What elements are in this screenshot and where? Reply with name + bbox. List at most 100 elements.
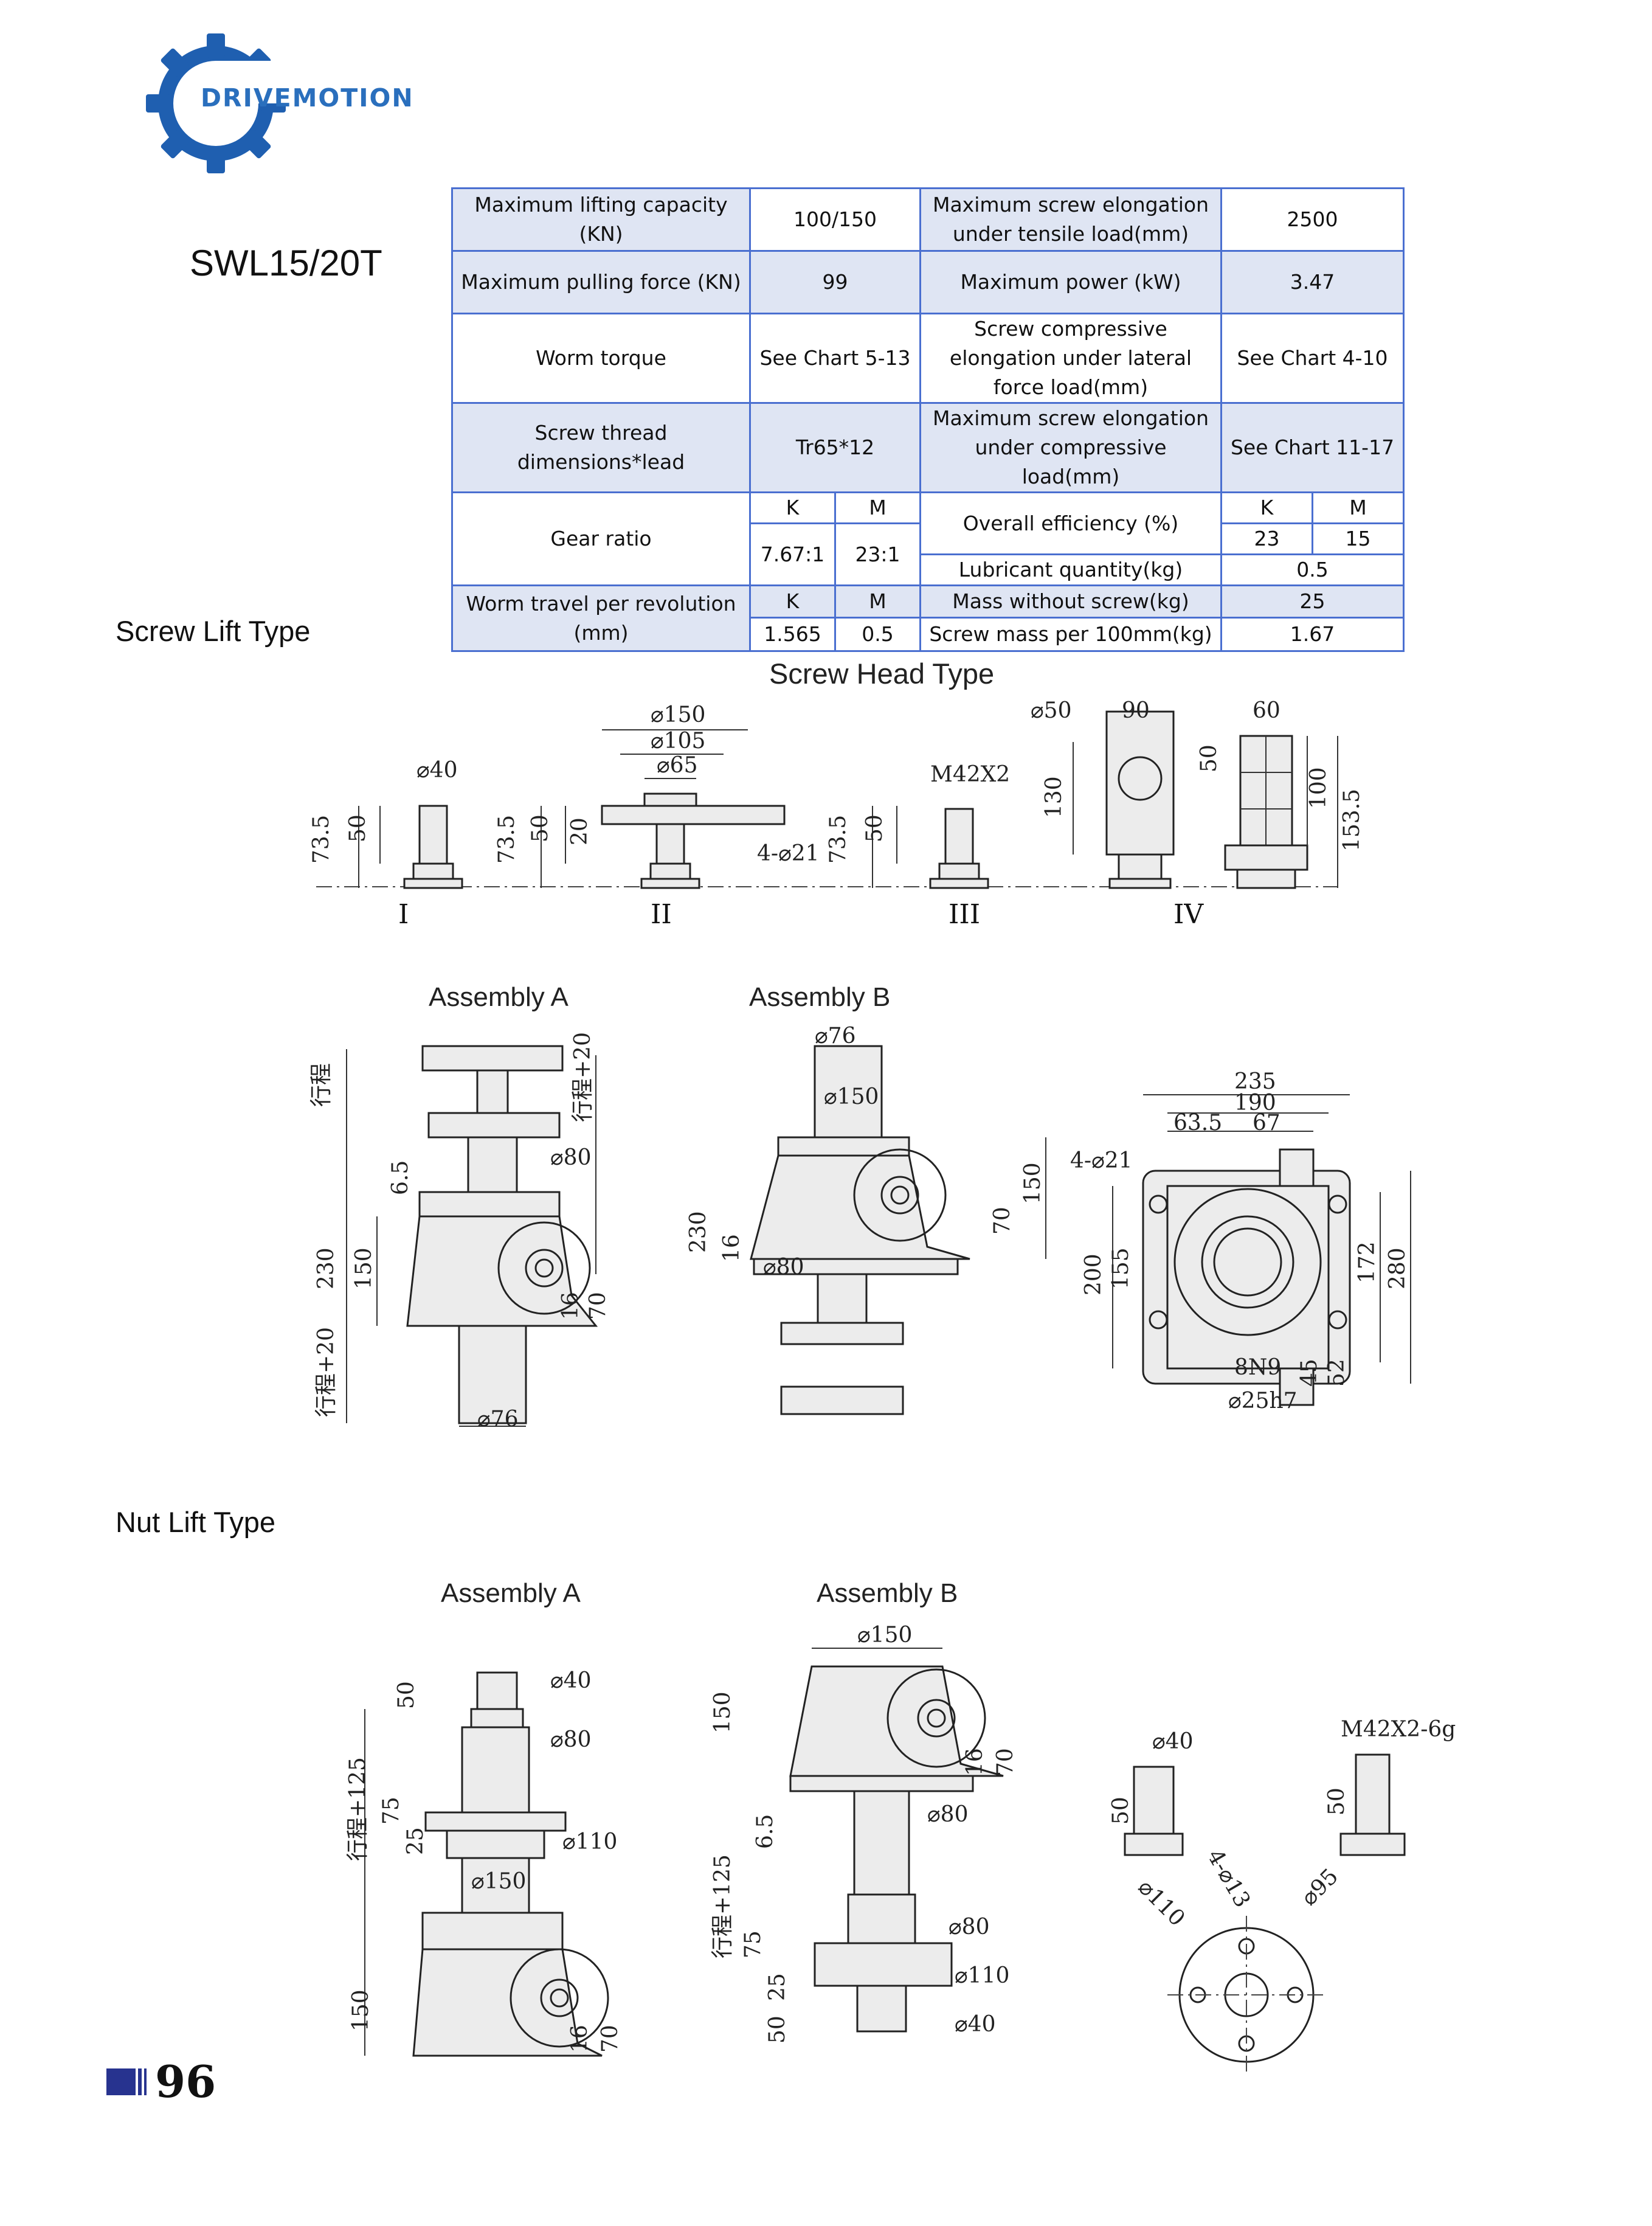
spec-table: Maximum lifting capacity (KN) 100/150 Ma… xyxy=(451,187,1405,652)
dim-c-190: 190 xyxy=(1234,1090,1276,1115)
dim-ii-d2: ⌀105 xyxy=(651,729,705,754)
head-label-iii: III xyxy=(949,899,981,930)
value-screw-compressive: See Chart 11-17 xyxy=(1220,402,1405,493)
dim-c-8n9: 8N9 xyxy=(1234,1355,1281,1380)
dim-b-d80: ⌀80 xyxy=(763,1255,804,1280)
label-mass-without-screw: Mass without screw(kg) xyxy=(919,584,1222,619)
label-max-pulling: Maximum pulling force (KN) xyxy=(451,250,751,314)
label-screw-compressive: Maximum screw elongation under compressi… xyxy=(919,402,1222,493)
value-max-pulling: 99 xyxy=(749,250,921,314)
head-type-v: 60 50 100 153.5 xyxy=(1197,698,1364,889)
dim-nb-d40: ⌀40 xyxy=(955,2012,995,2037)
value-compressive-lateral: See Chart 4-10 xyxy=(1220,313,1405,404)
dim-ii-h3: 20 xyxy=(567,817,592,845)
nut-lift-assembly-a-title: Assembly A xyxy=(441,1578,581,1608)
dim-i-h1: 73.5 xyxy=(309,815,334,864)
brand-logo: DRIVEMOTION xyxy=(137,33,416,192)
value-lubricant: 0.5 xyxy=(1220,553,1405,586)
dim-b-d150: ⌀150 xyxy=(824,1084,879,1109)
dim-i-d: ⌀40 xyxy=(416,758,457,783)
head-label-i: I xyxy=(398,899,409,930)
header-k: K xyxy=(749,584,836,619)
dim-na-d40: ⌀40 xyxy=(550,1668,591,1693)
dim-v-h2: 100 xyxy=(1306,767,1331,809)
screw-assembly-b: ⌀76 ⌀150 行程+20 230 16 ⌀80 70 150 xyxy=(570,1024,1046,1415)
dim-ii-h2: 50 xyxy=(528,814,553,842)
screw-lift-assembly-b-title: Assembly B xyxy=(749,982,891,1012)
section-title-screw-lift: Screw Lift Type xyxy=(116,615,311,647)
value-max-power: 3.47 xyxy=(1220,250,1405,314)
dim-nc-d110: ⌀110 xyxy=(1133,1874,1190,1931)
dim-c-52: 52 xyxy=(1324,1359,1349,1387)
dim-nb-d110: ⌀110 xyxy=(955,1963,1009,1988)
dim-nc-50b: 50 xyxy=(1324,1787,1349,1815)
dim-iv-d: ⌀50 xyxy=(1031,698,1071,723)
dim-na-d80: ⌀80 xyxy=(550,1727,591,1752)
dim-a-70: 70 xyxy=(586,1292,610,1320)
brand-name: DRIVEMOTION xyxy=(201,83,414,113)
dim-ii-d1: ⌀150 xyxy=(651,702,705,727)
value-worm-torque: See Chart 5-13 xyxy=(749,313,921,404)
dim-v-w: 60 xyxy=(1253,698,1280,723)
dim-na-d110: ⌀110 xyxy=(562,1829,617,1854)
head-label-ii: II xyxy=(651,899,672,930)
dim-ii-h1: 73.5 xyxy=(494,815,519,864)
dim-c-63-5: 63.5 xyxy=(1173,1111,1222,1136)
dim-iii-h2: 50 xyxy=(862,814,887,842)
head-type-iv: ⌀50 90 130 xyxy=(1031,698,1175,889)
dim-nb-d80: ⌀80 xyxy=(927,1802,968,1827)
value-efficiency-k: 23 xyxy=(1220,522,1313,555)
dim-iii-thread: M42X2 xyxy=(930,762,1010,787)
header-m: M xyxy=(834,584,921,619)
dim-nc-50: 50 xyxy=(1108,1797,1133,1825)
value-max-lifting: 100/150 xyxy=(749,187,921,252)
dim-na-75: 75 xyxy=(379,1797,404,1825)
dim-v-h1: 50 xyxy=(1197,744,1222,772)
dim-a-16: 16 xyxy=(558,1292,583,1320)
dim-c-holes: 4-⌀21 xyxy=(1070,1148,1133,1173)
label-efficiency: Overall efficiency (%) xyxy=(919,491,1222,555)
dim-nb-150: 150 xyxy=(710,1691,735,1733)
dim-b-d76: ⌀76 xyxy=(815,1024,855,1049)
dim-b-70: 70 xyxy=(990,1207,1015,1235)
header-m: M xyxy=(1311,491,1405,524)
head-label-iv: IV xyxy=(1173,899,1204,930)
head-type-i: ⌀40 73.5 50 xyxy=(309,758,463,889)
header-k: K xyxy=(749,491,836,524)
dim-c-shaft: ⌀25h7 xyxy=(1228,1389,1298,1413)
gear-icon xyxy=(146,33,398,173)
head-type-ii: ⌀150 ⌀105 ⌀65 4-⌀21 73.5 50 20 xyxy=(494,702,820,889)
label-worm-travel: Worm travel per revolution (mm) xyxy=(451,584,751,652)
dim-b-230: 230 xyxy=(686,1211,711,1253)
dim-a-6-5: 6.5 xyxy=(388,1160,413,1195)
dim-c-172: 172 xyxy=(1355,1241,1380,1283)
dim-nb-stroke: 行程+125 xyxy=(710,1854,735,1958)
screw-assembly-a: 行程 230 150 6.5 ⌀80 16 70 行程+20 ⌀76 xyxy=(309,1045,610,1432)
dim-c-67: 67 xyxy=(1253,1111,1280,1136)
head-type-iii: M42X2 73.5 50 xyxy=(826,762,1010,889)
label-max-lifting: Maximum lifting capacity (KN) xyxy=(451,187,751,252)
nut-lift-assembly-b-title: Assembly B xyxy=(817,1578,958,1608)
dim-b-stroke: 行程+20 xyxy=(570,1032,595,1122)
dim-c-235: 235 xyxy=(1234,1069,1276,1094)
label-max-power: Maximum power (kW) xyxy=(919,250,1222,314)
value-worm-travel-k: 1.565 xyxy=(749,617,836,652)
dim-na-25: 25 xyxy=(403,1827,428,1855)
header-m: M xyxy=(834,491,921,524)
dim-i-h2: 50 xyxy=(345,814,370,842)
dim-c-280: 280 xyxy=(1385,1247,1410,1289)
model-title: SWL15/20T xyxy=(190,243,382,283)
value-screw-thread: Tr65*12 xyxy=(749,402,921,493)
dim-ii-d3: ⌀65 xyxy=(657,753,697,778)
dim-nb-d150: ⌀150 xyxy=(857,1623,912,1648)
nut-detail-views: ⌀40 50 M42X2-6g 50 ⌀110 4-⌀13 ⌀95 xyxy=(1108,1717,1456,2074)
dim-a-230: 230 xyxy=(314,1247,339,1289)
dim-ii-holes: 4-⌀21 xyxy=(757,841,820,866)
dim-a-d76: ⌀76 xyxy=(477,1407,518,1432)
dim-c-200: 200 xyxy=(1081,1253,1106,1295)
dim-c-155: 155 xyxy=(1108,1247,1133,1289)
dim-b-16: 16 xyxy=(719,1234,744,1262)
dim-a-d80: ⌀80 xyxy=(550,1145,591,1170)
label-lubricant: Lubricant quantity(kg) xyxy=(919,553,1222,586)
label-gear-ratio: Gear ratio xyxy=(451,491,751,586)
